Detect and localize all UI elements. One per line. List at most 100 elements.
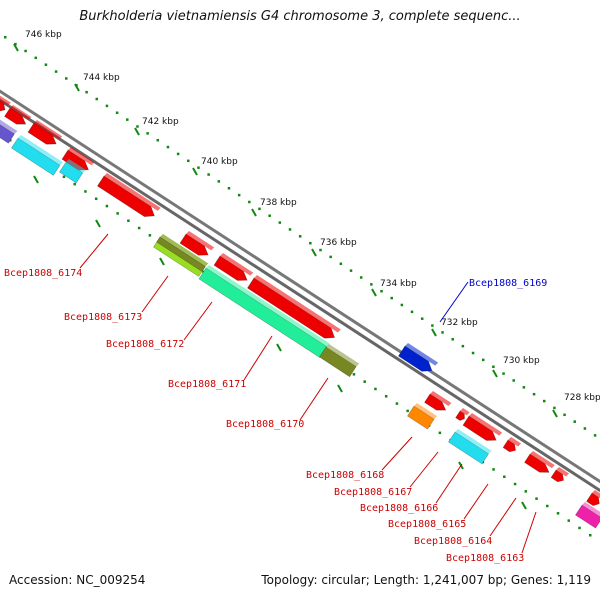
ruler-tick xyxy=(192,167,198,176)
ruler-dot xyxy=(542,399,546,403)
inner-tick xyxy=(159,257,165,266)
ruler-tick-label: 746 kbp xyxy=(25,30,62,40)
gene-label: Bcep1808_6172 xyxy=(106,339,184,350)
ruler-dot xyxy=(248,200,251,204)
inner-dot xyxy=(84,190,87,193)
gene-feature xyxy=(59,159,86,184)
gene-feature xyxy=(156,234,209,272)
ruler-dot xyxy=(502,372,505,375)
ruler-dot xyxy=(431,324,434,327)
gene-feature xyxy=(502,437,522,453)
ruler-dot xyxy=(593,434,597,437)
ruler-dot xyxy=(319,248,322,252)
gene-labels: Bcep1808_6174Bcep1808_6173Bcep1808_6172B… xyxy=(4,268,547,564)
inner-dot xyxy=(503,475,506,478)
ruler-dot xyxy=(309,241,312,245)
ruler-dot xyxy=(4,36,7,39)
inner-dot xyxy=(589,534,592,537)
inner-dot xyxy=(127,219,130,222)
gene-feature xyxy=(550,467,570,483)
ruler-dot xyxy=(359,276,363,279)
ruler-dot xyxy=(146,132,149,135)
leader-line xyxy=(463,483,489,520)
ruler-tick-label: 744 kbp xyxy=(83,73,120,83)
ruler-dot xyxy=(176,152,180,156)
gene-feature xyxy=(11,135,63,176)
gene-label: Bcep1808_6168 xyxy=(306,470,384,481)
ruler-dot xyxy=(24,49,27,53)
inner-dot xyxy=(116,212,119,215)
ruler-dot xyxy=(349,269,353,272)
ruler-dot xyxy=(85,90,88,94)
ruler-tick xyxy=(251,208,257,217)
ruler-tick xyxy=(552,409,558,418)
ruler-dot xyxy=(166,145,170,149)
ruler-dot xyxy=(207,173,210,176)
backbone xyxy=(0,89,600,493)
leader-line xyxy=(381,436,413,471)
ruler-tick xyxy=(311,248,317,257)
ruler-dot xyxy=(288,228,292,231)
gene-feature xyxy=(213,253,254,281)
ruler-tick xyxy=(134,127,140,136)
ruler-dot xyxy=(512,379,515,382)
ruler-dot xyxy=(563,413,566,417)
gene-label: Bcep1808_6169 xyxy=(469,278,547,289)
ruler-dot xyxy=(44,63,48,66)
inner-dot xyxy=(567,519,571,522)
gene-label: Bcep1808_6165 xyxy=(388,519,466,530)
ruler-dots xyxy=(4,36,597,437)
inner-dot xyxy=(384,395,388,398)
ruler-tick-label: 730 kbp xyxy=(503,356,540,366)
leader-line xyxy=(435,463,463,504)
gene-label: Bcep1808_6164 xyxy=(414,536,492,547)
ruler-dot xyxy=(492,365,495,368)
ruler-dot xyxy=(298,235,302,238)
inner-tick xyxy=(276,343,282,352)
ruler-ticks xyxy=(13,43,558,418)
ruler-dot xyxy=(268,214,271,217)
gene-feature xyxy=(319,344,360,378)
ruler-tick-label: 742 kbp xyxy=(142,117,179,127)
ruler-dot xyxy=(126,118,129,121)
leader-line xyxy=(141,275,169,313)
inner-dot xyxy=(94,197,98,201)
ruler-dot xyxy=(105,104,109,108)
gene-feature xyxy=(455,408,470,421)
ruler-dot xyxy=(573,420,576,423)
inner-tick xyxy=(337,384,343,393)
inner-dot xyxy=(363,380,366,383)
leader-line xyxy=(439,281,469,323)
inner-dot xyxy=(148,234,152,237)
inner-tick xyxy=(521,501,527,510)
gene-feature xyxy=(575,502,600,529)
gene-label: Bcep1808_6173 xyxy=(64,312,142,323)
inner-dot xyxy=(546,504,549,508)
ruler-dot xyxy=(14,42,17,46)
inner-dot xyxy=(105,204,109,208)
ruler-tick-label: 738 kbp xyxy=(260,198,297,208)
ruler-tick-label: 732 kbp xyxy=(441,318,478,328)
ruler-tick-label: 734 kbp xyxy=(380,279,417,289)
ruler-dot xyxy=(532,392,536,396)
label-leader-lines xyxy=(79,233,537,554)
ruler-dot xyxy=(420,317,424,320)
ruler-tick xyxy=(492,369,498,378)
page-title: Burkholderia vietnamiensis G4 chromosome… xyxy=(79,9,521,24)
gene-feature xyxy=(4,105,32,125)
ruler-dot xyxy=(54,70,58,73)
inner-dot xyxy=(374,387,377,391)
leader-line xyxy=(299,377,329,421)
ruler-dot xyxy=(95,97,99,101)
ruler-dot xyxy=(461,344,465,348)
gene-feature xyxy=(448,429,492,465)
inner-dot xyxy=(556,512,560,515)
gene-label: Bcep1808_6170 xyxy=(226,419,304,430)
ruler-dot xyxy=(553,406,556,410)
ruler-dot xyxy=(471,351,475,355)
gene-feature xyxy=(398,343,439,372)
ruler-dot xyxy=(258,207,261,211)
ruler-dot xyxy=(370,283,373,286)
ruler-dot xyxy=(339,262,343,266)
